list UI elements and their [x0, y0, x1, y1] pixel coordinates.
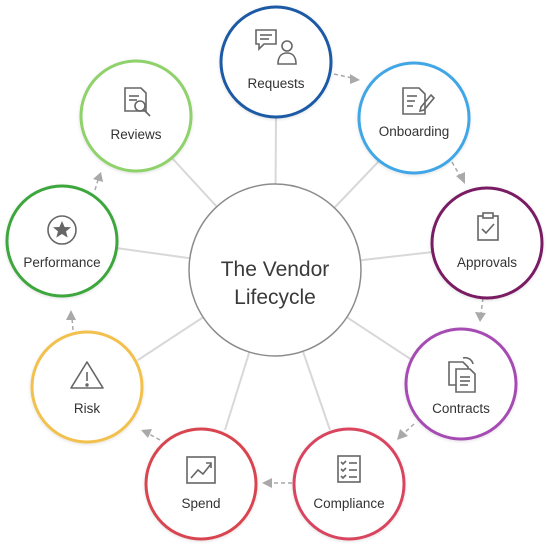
- stage-approvals[interactable]: Approvals: [430, 186, 544, 300]
- stage-contracts[interactable]: Contracts: [404, 327, 518, 441]
- stage-spend[interactable]: Spend: [144, 427, 258, 541]
- stage-circle: [219, 5, 333, 119]
- flow-arrows: [66, 73, 486, 488]
- stage-label-contracts: Contracts: [432, 401, 490, 416]
- stage-performance[interactable]: Performance: [5, 184, 119, 298]
- stage-circle: [5, 184, 119, 298]
- arrow-compliance-spend: [262, 478, 292, 488]
- stage-label-performance: Performance: [23, 255, 100, 270]
- clipboard-check-icon: [477, 212, 499, 241]
- stage-label-onboarding: Onboarding: [379, 124, 450, 139]
- stage-circle: [357, 61, 471, 175]
- arrow-spend-risk: [141, 429, 161, 441]
- stage-label-reviews: Reviews: [110, 127, 161, 142]
- stage-label-compliance: Compliance: [313, 496, 384, 511]
- stage-requests[interactable]: Requests: [219, 5, 333, 119]
- arrow-requests-onboarding: [333, 73, 360, 84]
- arrow-contracts-compliance: [397, 423, 415, 440]
- stage-circle: [292, 427, 406, 541]
- document-search-icon: [124, 87, 151, 117]
- stage-compliance[interactable]: Compliance: [292, 427, 406, 541]
- chat-user-icon: [255, 29, 297, 65]
- stage-circle: [79, 59, 193, 173]
- stage-circle: [30, 330, 144, 444]
- document-copy-icon: [448, 356, 476, 393]
- stage-onboarding[interactable]: Onboarding: [357, 61, 471, 175]
- stage-label-risk: Risk: [74, 401, 100, 416]
- stage-risk[interactable]: Risk: [30, 330, 144, 444]
- document-edit-icon: [402, 87, 436, 115]
- checklist-icon: [337, 455, 361, 483]
- arrow-onboarding-approvals: [451, 161, 465, 184]
- center-title-line2: Lifecycle: [234, 286, 316, 309]
- warning-icon: [70, 361, 104, 389]
- arrow-approvals-contracts: [475, 297, 486, 322]
- stage-reviews[interactable]: Reviews: [79, 59, 193, 173]
- stage-circle: [144, 427, 258, 541]
- stage-circle: [430, 186, 544, 300]
- trend-chart-icon: [186, 456, 216, 484]
- center-node: The Vendor Lifecycle: [188, 183, 362, 357]
- stage-label-approvals: Approvals: [457, 255, 517, 270]
- stage-label-requests: Requests: [247, 76, 304, 91]
- star-badge-icon: [47, 215, 77, 245]
- center-circle: [188, 183, 362, 357]
- arrow-risk-performance: [66, 310, 76, 331]
- arrow-performance-reviews: [93, 172, 103, 191]
- stage-label-spend: Spend: [181, 496, 220, 511]
- center-title-line1: The Vendor: [221, 258, 330, 281]
